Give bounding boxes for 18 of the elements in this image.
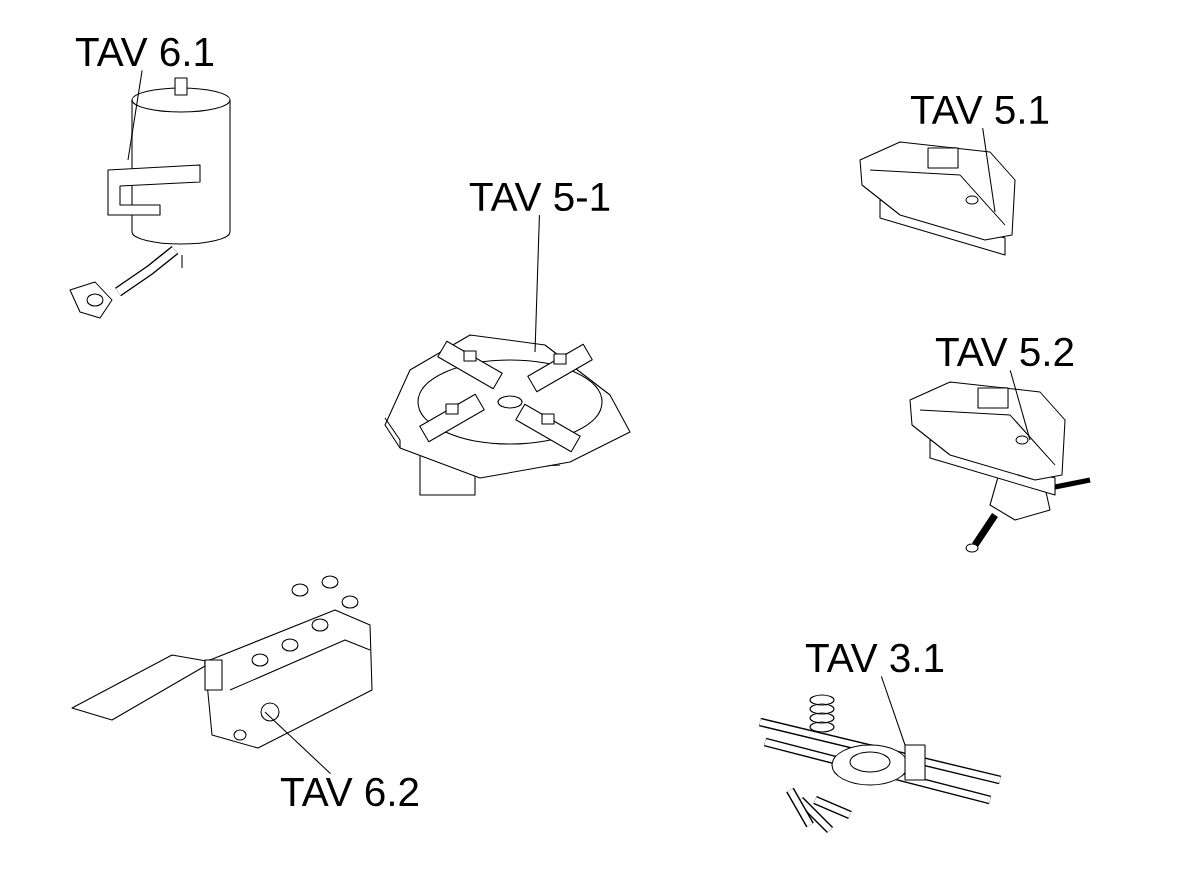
part-label: TAV 6.2 [280, 777, 418, 807]
leader-line [1009, 369, 1031, 441]
part-label: TAV 5.1 [910, 95, 1049, 125]
leader-line [880, 675, 906, 746]
leader-line [127, 69, 143, 161]
part-label: TAV 5-1 [469, 182, 610, 212]
turntable-drawing [384, 334, 631, 496]
part-label: TAV 3.1 [805, 643, 944, 673]
part-label: TAV 5.2 [935, 337, 1073, 367]
tank-drawing [69, 77, 231, 319]
pedal-valve-drawing [71, 575, 373, 749]
rod-union-drawing [758, 694, 1002, 834]
leader-line [982, 127, 996, 213]
leader-line [534, 214, 540, 353]
part-label: TAV 6.1 [75, 37, 214, 67]
leader-line [264, 711, 332, 775]
clamp-drawing [909, 381, 1091, 553]
clamp-drawing [859, 141, 1016, 256]
